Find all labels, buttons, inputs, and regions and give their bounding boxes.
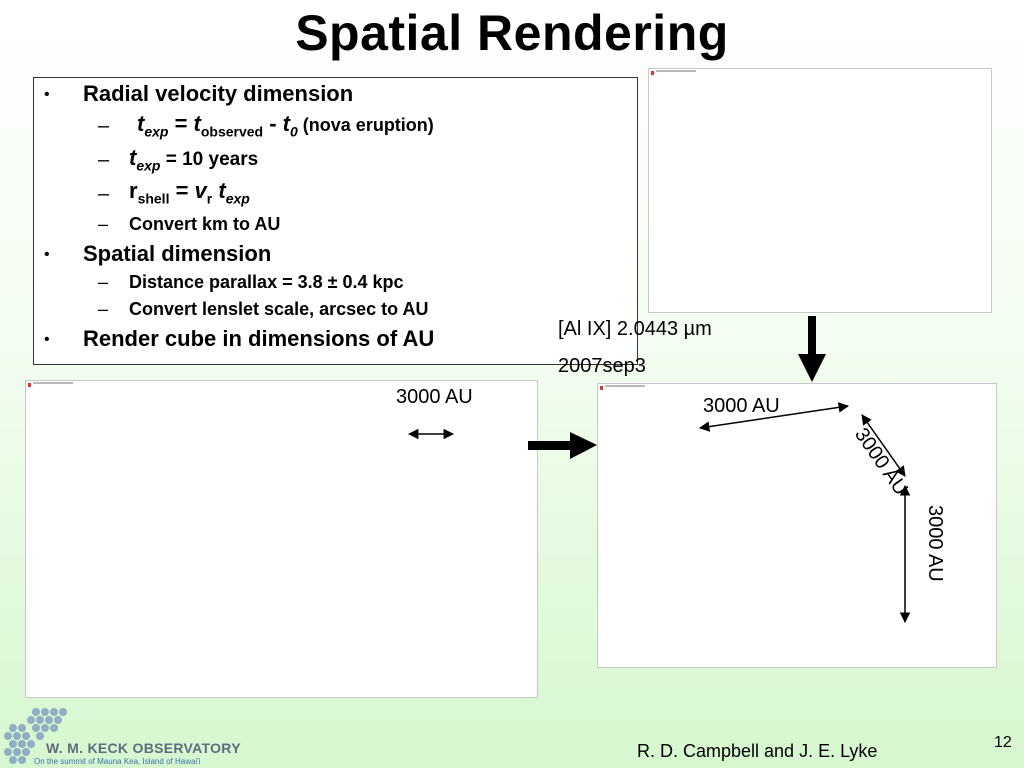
missing-image-icon xyxy=(600,386,603,390)
sub-bullet-dash: – xyxy=(98,115,110,137)
sub-bullet-dash: – xyxy=(98,299,109,319)
image-placeholder-top-right xyxy=(648,68,992,313)
logo-name: W. M. KECK OBSERVATORY xyxy=(46,740,241,756)
date-label: 2007sep3 xyxy=(558,355,646,377)
author-credit: R. D. Campbell and J. E. Lyke xyxy=(637,741,878,761)
slide-title: Spatial Rendering xyxy=(295,5,729,61)
line-label: [Al IX] 2.0443 µm xyxy=(558,318,712,340)
bullet-lenslet: Convert lenslet scale, arcsec to AU xyxy=(129,299,429,319)
sub-bullet-dash: – xyxy=(98,214,109,234)
bullet-spatial-dimension: Spatial dimension xyxy=(83,241,272,266)
bullet-parallax: Distance parallax = 3.8 ± 0.4 kpc xyxy=(129,272,404,292)
down-arrow-icon xyxy=(798,316,826,382)
scale-bar-diagonal xyxy=(861,414,906,477)
bullet-convert-km: Convert km to AU xyxy=(129,214,281,234)
logo-tagline: On the summit of Mauna Kea, Island of Ha… xyxy=(34,757,201,766)
scale-bar-top xyxy=(698,402,850,432)
equation-texp: texp = tobserved - t0 (nova eruption) xyxy=(137,111,434,140)
missing-image-icon xyxy=(28,383,31,387)
scale-label-left: 3000 AU xyxy=(396,386,473,408)
sub-bullet-dash: – xyxy=(98,149,110,171)
equation-rshell: rshell = vr texp xyxy=(129,178,250,207)
sub-bullet-dash: – xyxy=(98,183,110,205)
bullet-dot: • xyxy=(44,86,50,103)
missing-image-icon xyxy=(651,71,654,75)
bullet-radial-velocity: Radial velocity dimension xyxy=(83,81,354,106)
right-arrow-icon xyxy=(528,432,597,459)
bullet-dot: • xyxy=(44,331,50,348)
page-number: 12 xyxy=(994,734,1012,751)
equation-texp-years: texp = 10 years xyxy=(129,145,259,174)
bullet-render-cube: Render cube in dimensions of AU xyxy=(83,326,435,351)
bullet-dot: • xyxy=(44,246,50,263)
sub-bullet-dash: – xyxy=(98,272,109,292)
bullet-text-box: • Radial velocity dimension – texp = tob… xyxy=(33,77,638,365)
